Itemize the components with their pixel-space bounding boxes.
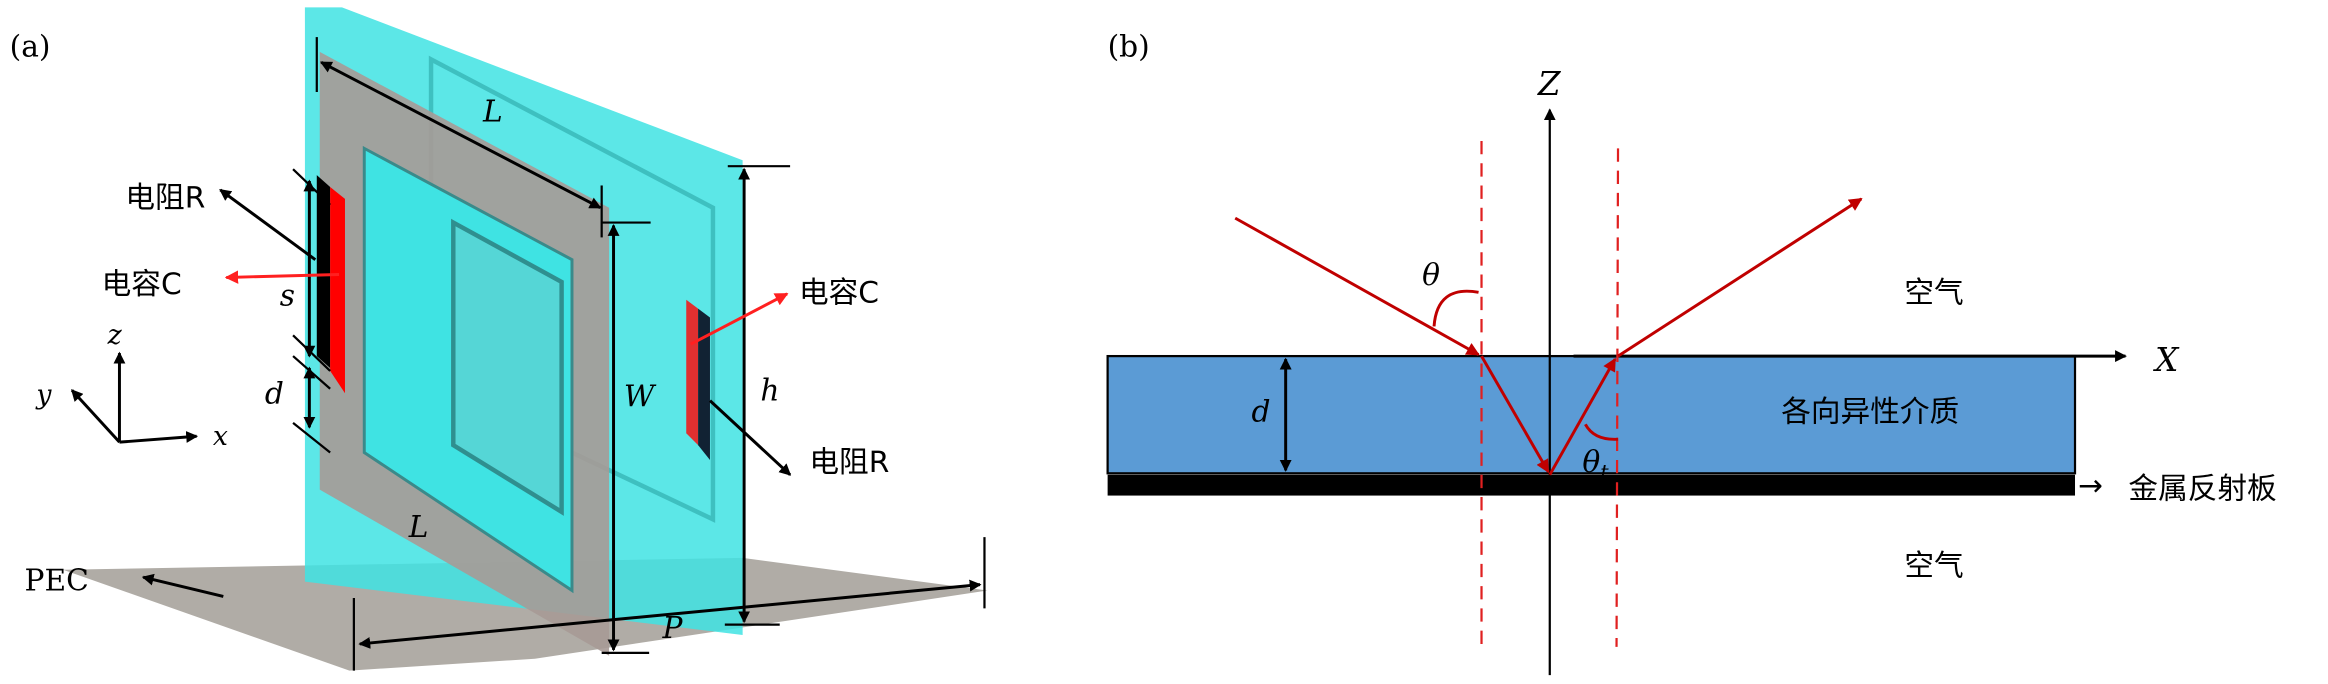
label-d: d: [265, 376, 284, 411]
medium-label: 各向异性介质: [1781, 393, 1959, 428]
axis-x-label: x: [213, 421, 228, 452]
thickness-label: d: [1252, 393, 1271, 428]
capacitor-right-label: 电容C: [799, 275, 879, 310]
pec-label: PEC: [24, 563, 88, 598]
metal-plate-label: 金属反射板: [2128, 471, 2276, 506]
reflected-ray-up: [1548, 357, 1617, 476]
capacitor-right-arrow: [690, 292, 789, 346]
capacitor-left-label: 电容C: [102, 266, 182, 301]
resistor-right: [698, 308, 710, 460]
axis-Z-label: Z: [1537, 65, 1562, 103]
metal-reflector-plate: [1107, 474, 2076, 496]
panel-b-label: (b): [1108, 28, 1150, 63]
normal-line-right: [1615, 148, 1620, 647]
inner-square: [451, 218, 564, 516]
panel-a-label: (a): [10, 28, 51, 63]
capacitor-right: [686, 299, 699, 446]
incident-ray: [1234, 216, 1480, 356]
resistor-left-label: 电阻R: [125, 180, 205, 215]
resistor-left: [316, 175, 331, 368]
air-top-label: 空气: [1904, 275, 1963, 310]
dimension-arrow-L-top: [319, 61, 602, 210]
outgoing-ray: [1617, 197, 1863, 358]
axis-y-label: y: [35, 380, 52, 411]
label-W: W: [624, 379, 657, 414]
theta-t-arc: [1584, 423, 1619, 441]
axis-z-label: z: [107, 320, 123, 351]
theta-t-label: θt: [1582, 444, 1609, 484]
axis-X-label: X: [2152, 341, 2180, 379]
label-L-top: L: [482, 94, 503, 129]
resistor-right-arrow: [708, 399, 792, 476]
pec-arrow: [141, 573, 224, 598]
capacitor-left-arrow: [224, 270, 340, 284]
label-s: s: [280, 278, 295, 313]
metal-plate-arrow: →: [2078, 468, 2103, 503]
coordinate-axes: z x y: [35, 320, 228, 452]
anisotropic-medium-layer: [1106, 354, 2077, 475]
resistor-right-label: 电阻R: [809, 444, 889, 479]
panel-a: (a) L W h P L s: [10, 7, 988, 671]
theta-arc: [1432, 289, 1479, 327]
theta-label: θ: [1422, 257, 1440, 292]
dimension-arrow-L-bottom: [358, 579, 982, 649]
panel-b: (b) X Z θ θt d 空气 各向异性介质 空气 → 金属反射板: [1106, 28, 2277, 676]
air-bottom-label: 空气: [1904, 548, 1963, 583]
resistor-left-arrow: [219, 188, 317, 261]
label-h: h: [760, 373, 779, 408]
label-L-bottom: L: [408, 509, 429, 544]
refracted-ray-down: [1480, 355, 1550, 474]
capacitor-left: [330, 186, 345, 394]
